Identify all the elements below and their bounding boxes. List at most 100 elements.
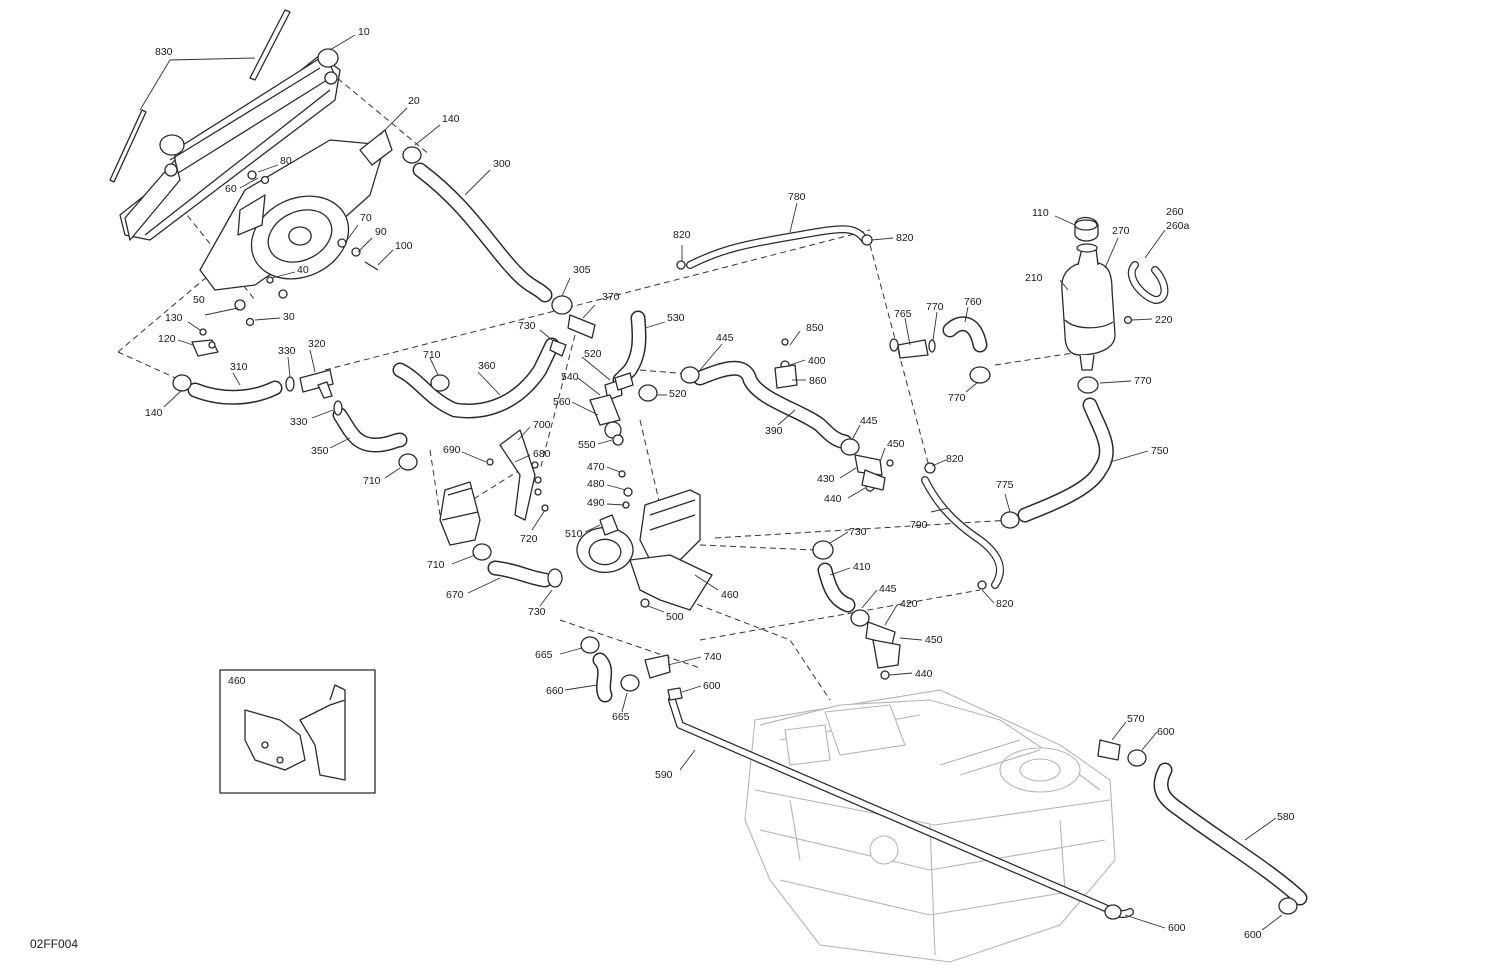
callout-label: 765 [894, 308, 912, 320]
callout-label: 600 [703, 680, 721, 692]
callout-label: 40 [297, 264, 309, 276]
callout-label: 390 [765, 425, 783, 437]
callout-label: 470 [587, 461, 605, 473]
callout-label: 300 [493, 158, 511, 170]
callout-label: 570 [1127, 713, 1145, 725]
callout-label: 210 [1025, 272, 1043, 284]
callout-label: 740 [704, 651, 722, 663]
callout-label: 730 [528, 606, 546, 618]
callout-label: 330 [278, 345, 296, 357]
callout-label: 30 [283, 311, 295, 323]
callout-label: 80 [280, 155, 292, 167]
inset-label: 460 [228, 675, 246, 687]
callout-label: 330 [290, 416, 308, 428]
callout-label: 270 [1112, 225, 1130, 237]
callout-label: 665 [535, 649, 553, 661]
callout-label: 820 [896, 232, 914, 244]
callout-label: 710 [427, 559, 445, 571]
coolant-reservoir [1061, 216, 1116, 371]
callout-labels: 830 10 20 140 80 60 300 70 90 100 40 50 … [145, 26, 1295, 941]
callout-label: 120 [158, 333, 176, 345]
inset-460 [219, 669, 376, 794]
callout-label: 110 [1032, 207, 1049, 219]
fittings [299, 234, 1121, 761]
callout-label: 750 [1151, 445, 1169, 457]
callout-label: 830 [155, 46, 173, 58]
callout-label: 360 [478, 360, 496, 372]
callout-label: 460 [721, 589, 739, 601]
callout-label: 445 [860, 415, 878, 427]
callout-label: 320 [308, 338, 326, 350]
callout-label: 780 [788, 191, 806, 203]
callout-label: 450 [925, 634, 943, 646]
callout-label: 600 [1244, 929, 1262, 941]
callout-label: 850 [806, 322, 824, 334]
callout-label: 530 [667, 312, 685, 324]
callout-label: 310 [230, 361, 248, 373]
callout-label: 370 [602, 291, 620, 303]
callout-label: 445 [879, 583, 897, 595]
callout-label: 305 [573, 264, 591, 276]
callout-label: 660 [546, 685, 564, 697]
callout-label: 260a [1166, 220, 1190, 232]
callout-label: 60 [225, 183, 237, 195]
callout-label: 350 [311, 445, 329, 457]
callout-label: 860 [809, 375, 827, 387]
callout-label: 140 [442, 113, 460, 125]
callout-label: 70 [360, 212, 372, 224]
callout-label: 775 [996, 479, 1014, 491]
callout-label: 760 [964, 296, 982, 308]
callout-label: 690 [443, 444, 461, 456]
callout-label: 770 [1134, 375, 1152, 387]
callout-label: 820 [946, 453, 964, 465]
callout-label: 730 [518, 320, 536, 332]
engine-block [744, 689, 1116, 963]
callout-label: 10 [358, 26, 370, 38]
callout-label: 500 [666, 611, 684, 623]
callout-label: 260 [1166, 206, 1184, 218]
clamps [172, 146, 1298, 920]
callout-label: 480 [587, 478, 605, 490]
callout-label: 130 [165, 312, 183, 324]
callout-label: 700 [533, 419, 551, 431]
figure-code: 02FF004 [30, 937, 78, 951]
callout-label: 600 [1157, 726, 1175, 738]
radiator-seal-strips [109, 9, 291, 183]
callout-label: 50 [193, 294, 205, 306]
radiator [119, 48, 341, 241]
callout-label: 600 [1168, 922, 1186, 934]
callout-label: 820 [673, 229, 691, 241]
callout-label: 445 [716, 332, 734, 344]
callout-label: 670 [446, 589, 464, 601]
callout-label: 430 [817, 473, 835, 485]
callout-label: 720 [520, 533, 538, 545]
callout-label: 410 [853, 561, 871, 573]
callout-label: 820 [996, 598, 1014, 610]
callout-label: 520 [584, 348, 602, 360]
callout-label: 510 [565, 528, 583, 540]
callout-label: 540 [561, 371, 579, 383]
callout-label: 400 [808, 355, 826, 367]
pump-assembly [439, 429, 713, 611]
callout-label: 590 [655, 769, 673, 781]
callout-label: 440 [915, 668, 933, 680]
callout-label: 680 [533, 448, 551, 460]
callout-label: 550 [578, 439, 596, 451]
leader-lines [139, 34, 1283, 931]
fan-shroud [199, 129, 393, 291]
callout-label: 90 [375, 226, 387, 238]
callout-label: 20 [408, 95, 420, 107]
callout-label: 220 [1155, 314, 1173, 326]
callout-label: 490 [587, 497, 605, 509]
callout-label: 790 [910, 519, 928, 531]
callout-label: 560 [553, 396, 571, 408]
callout-label: 450 [887, 438, 905, 450]
callout-label: 710 [423, 349, 441, 361]
callout-label: 580 [1277, 811, 1295, 823]
callout-label: 770 [926, 301, 944, 313]
callout-label: 520 [669, 388, 687, 400]
callout-label: 730 [849, 526, 867, 538]
callout-label: 440 [824, 493, 842, 505]
callout-label: 710 [363, 475, 381, 487]
